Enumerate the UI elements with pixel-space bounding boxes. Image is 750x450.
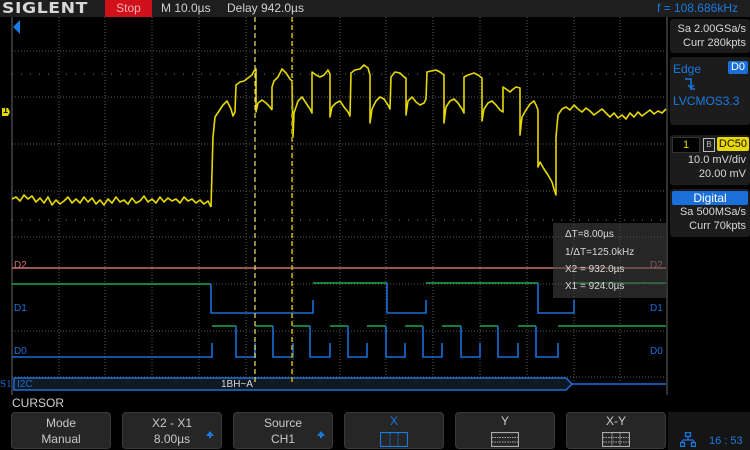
system-clock: 16 : 53	[709, 435, 743, 447]
vertical-scale: 10.0 mV/div	[687, 154, 746, 166]
digital-info[interactable]: Digital Sa 500MSa/s Curr 70kpts	[670, 189, 750, 237]
falling-edge-icon	[685, 78, 695, 90]
channel1-info[interactable]: 1 B DC50 10.0 mV/div 20.00 mV	[670, 135, 750, 185]
bus-protocol-label: I2C	[17, 379, 33, 390]
delta-t-readout: ΔT=8.00µs	[565, 229, 614, 240]
d1-label-left: D1	[14, 303, 27, 314]
vertical-offset: 20.00 mV	[698, 168, 746, 180]
adjust-knob-arrow-icon	[317, 431, 325, 438]
softkey-label: X2 - X1	[151, 416, 193, 430]
ch1-waveform	[11, 64, 667, 208]
waveform-display[interactable]: 1 D2 D2 D1 D1 D0 D0 S1 I2C 1BH~A ΔT=8.00…	[0, 17, 668, 395]
softkey-value: 8.00µs	[153, 432, 191, 446]
coupling-badge: DC50	[716, 137, 749, 151]
acquisition-info[interactable]: Sa 2.00GSa/s Curr 280kpts	[670, 19, 750, 53]
softkey-value: CH1	[270, 432, 295, 446]
softkey-label: Mode	[45, 416, 77, 430]
digital-sample-rate: Sa 500MSa/s	[679, 206, 746, 218]
top-status-bar: SIGLENT Stop M 10.0µs Delay 942.0µs f = …	[0, 0, 750, 17]
d1-label-right: D1	[650, 303, 663, 314]
delay-readout[interactable]: Delay 942.0µs	[227, 1, 304, 15]
ch1-offset-marker	[2, 108, 10, 116]
timebase-readout[interactable]: M 10.0µs	[161, 1, 211, 15]
softkey-source[interactable]: Source CH1	[233, 412, 333, 449]
network-icon	[680, 432, 696, 447]
grid	[12, 17, 666, 383]
d0-trace	[12, 325, 666, 358]
softkey-x2-x1[interactable]: X2 - X1 8.00µs	[122, 412, 222, 449]
d2-label-left: D2	[14, 260, 27, 271]
softkey-label: X-Y	[605, 414, 626, 428]
trigger-type: Edge	[673, 62, 702, 76]
waveform-plot	[2, 17, 668, 395]
softkey-y-cursor[interactable]: Y	[455, 412, 555, 449]
trigger-position-icon	[13, 20, 20, 34]
d0-label-right: D0	[650, 346, 663, 357]
frequency-counter: f = 108.686kHz	[656, 1, 738, 15]
softkey-label: X	[389, 414, 398, 428]
xy-cursor-icon	[602, 432, 630, 447]
digital-memory-depth: Curr 70kpts	[689, 220, 746, 232]
bandwidth-limit-icon: B	[703, 138, 715, 152]
i2c-bus-trace	[13, 377, 666, 391]
digital-badge: Digital	[672, 191, 748, 205]
serial-bus-s1-label: S1	[0, 378, 12, 390]
trigger-info[interactable]: Edge D0 LVCMOS3.3	[670, 57, 750, 125]
inverse-delta-t-readout: 1/ΔT=125.0kHz	[565, 247, 635, 258]
trigger-source-badge: D0	[727, 61, 748, 74]
softkey-x-cursor[interactable]: X	[344, 412, 444, 449]
softkey-xy-cursor[interactable]: X-Y	[566, 412, 666, 449]
cursor-measurement-panel: ΔT=8.00µs 1/ΔT=125.0kHz X2 = 932.0µs X1 …	[553, 223, 666, 298]
menu-title: CURSOR	[12, 396, 65, 410]
x-cursor-icon	[380, 432, 408, 447]
run-stop-indicator[interactable]: Stop	[105, 0, 152, 17]
x1-readout: X1 = 924.0µs	[565, 281, 625, 292]
x2-readout: X2 = 932.0µs	[565, 264, 625, 275]
d0-label-left: D0	[14, 346, 27, 357]
status-area: 16 : 53	[668, 412, 750, 450]
ch1-marker-label: 1	[3, 105, 9, 115]
right-info-panel: Sa 2.00GSa/s Curr 280kpts Edge D0 LVCMOS…	[668, 17, 750, 395]
softkey-mode[interactable]: Mode Manual	[11, 412, 111, 449]
trigger-logic-standard: LVCMOS3.3	[673, 94, 740, 108]
acq-memory-depth: Curr 280kpts	[683, 37, 746, 49]
acq-sample-rate: Sa 2.00GSa/s	[677, 23, 747, 35]
adjust-knob-arrow-icon	[206, 431, 214, 438]
softkey-label: Source	[263, 416, 303, 430]
softkey-label: Y	[500, 414, 509, 428]
brand-logo: SIGLENT	[2, 0, 89, 17]
y-cursor-icon	[491, 432, 519, 447]
bus-decode-value: 1BH~A	[221, 379, 253, 390]
channel-number: 1	[672, 137, 700, 153]
center-axis	[12, 73, 666, 221]
softkey-value: Manual	[41, 432, 81, 446]
